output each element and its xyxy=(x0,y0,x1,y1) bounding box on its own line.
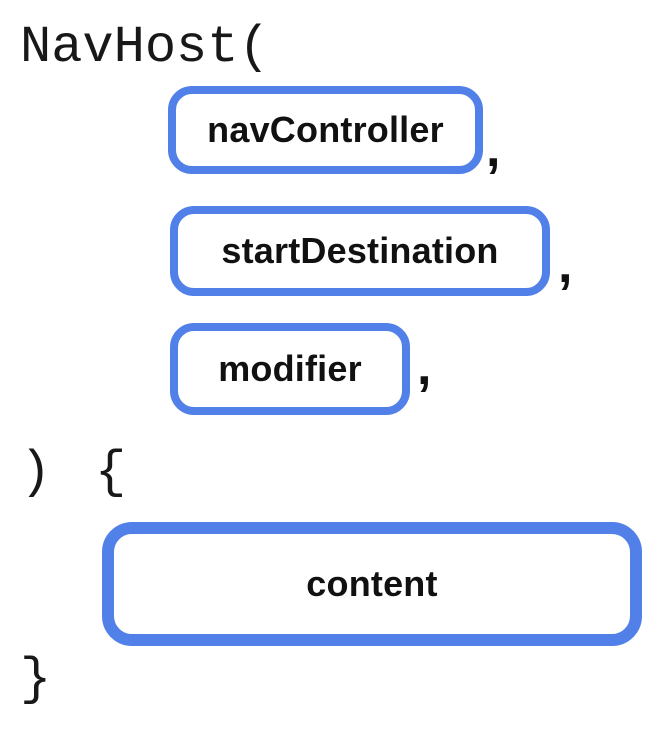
param-box-navcontroller: navController xyxy=(168,86,483,174)
param-label-navcontroller: navController xyxy=(207,109,444,150)
param-label-startdestination: startDestination xyxy=(221,230,499,271)
code-close-paren: ) xyxy=(20,443,52,502)
comma-after-modifier: , xyxy=(417,338,432,396)
param-box-startdestination: startDestination xyxy=(170,206,550,296)
code-open-brace: { xyxy=(95,443,127,502)
code-function-open: NavHost( xyxy=(20,18,270,77)
body-slot-box-content: content xyxy=(102,522,642,646)
body-slot-label-content: content xyxy=(306,563,438,604)
param-label-modifier: modifier xyxy=(218,348,362,389)
comma-after-navcontroller: , xyxy=(486,120,501,178)
comma-after-startdestination: , xyxy=(558,236,573,294)
param-box-modifier: modifier xyxy=(170,323,410,415)
code-close-brace: } xyxy=(20,650,52,709)
